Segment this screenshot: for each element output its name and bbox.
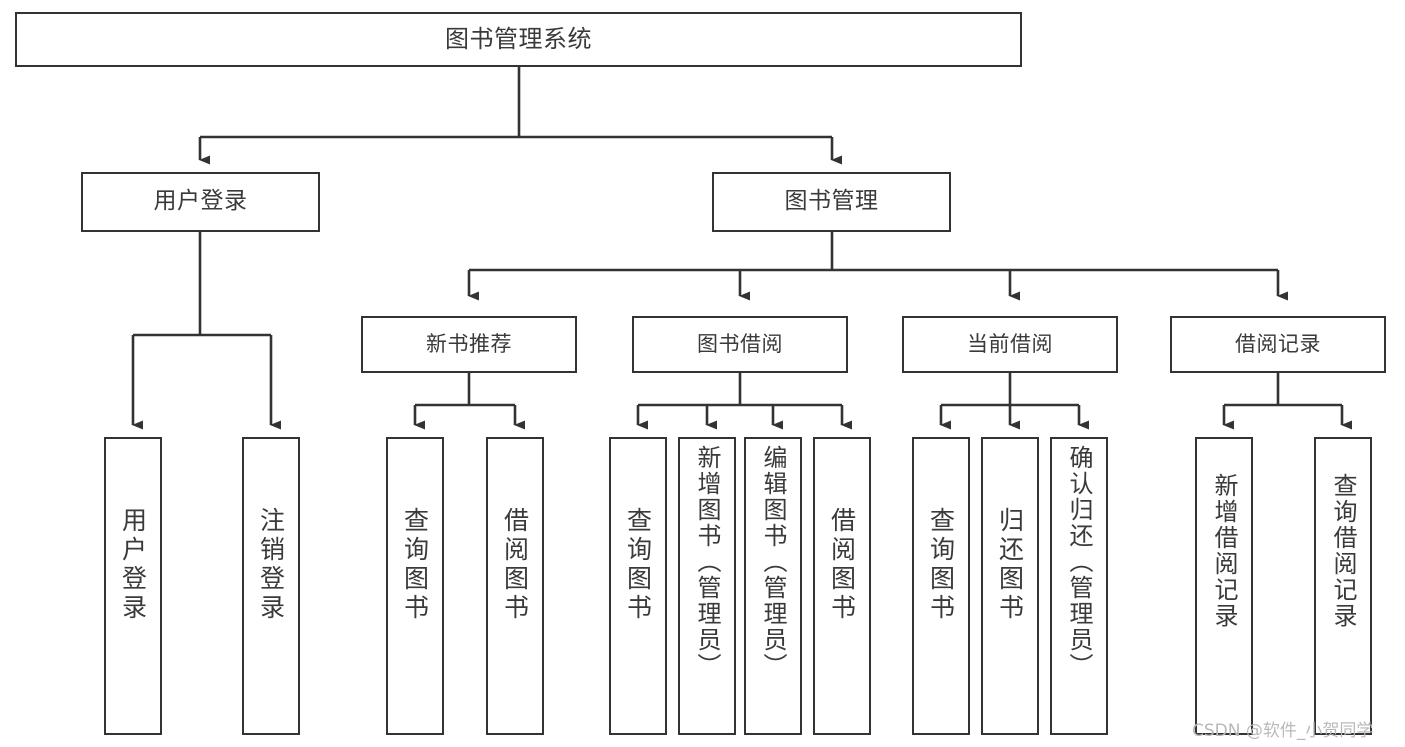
node-leaf-borrow-book-2-label: 借阅图书	[827, 507, 857, 623]
node-root-label: 图书管理系统	[445, 25, 592, 54]
node-leaf-borrow-book-2[interactable]: 借阅图书	[813, 437, 871, 735]
node-book-manage[interactable]: 图书管理	[712, 172, 951, 232]
node-leaf-confirm-return-label: 确认归还（管理员）	[1065, 445, 1093, 679]
node-root[interactable]: 图书管理系统	[15, 12, 1022, 67]
node-new-book-recommend-label: 新书推荐	[426, 332, 512, 357]
node-borrow-record[interactable]: 借阅记录	[1170, 316, 1386, 373]
node-leaf-return-book[interactable]: 归还图书	[981, 437, 1039, 735]
node-leaf-user-logout-label: 注销登录	[256, 507, 286, 623]
node-leaf-user-login-label: 用户登录	[118, 507, 148, 623]
node-leaf-add-record[interactable]: 新增借阅记录	[1195, 437, 1253, 735]
node-book-borrow-label: 图书借阅	[697, 332, 783, 357]
node-leaf-query-book-2[interactable]: 查询图书	[609, 437, 667, 735]
node-leaf-query-record-label: 查询借阅记录	[1329, 473, 1357, 629]
node-current-borrow-label: 当前借阅	[967, 332, 1053, 357]
node-current-borrow[interactable]: 当前借阅	[902, 316, 1118, 373]
node-leaf-borrow-book-1[interactable]: 借阅图书	[486, 437, 544, 735]
node-book-manage-label: 图书管理	[784, 188, 879, 215]
node-leaf-query-record[interactable]: 查询借阅记录	[1314, 437, 1372, 735]
node-leaf-edit-book-label: 编辑图书（管理员）	[759, 445, 787, 679]
node-leaf-edit-book[interactable]: 编辑图书（管理员）	[744, 437, 802, 735]
node-leaf-query-book-2-label: 查询图书	[623, 507, 653, 623]
node-leaf-return-book-label: 归还图书	[995, 507, 1025, 623]
node-borrow-record-label: 借阅记录	[1235, 332, 1321, 357]
node-leaf-query-book-1-label: 查询图书	[400, 507, 430, 623]
node-leaf-borrow-book-1-label: 借阅图书	[500, 507, 530, 623]
node-leaf-query-book-3[interactable]: 查询图书	[912, 437, 970, 735]
node-leaf-user-logout[interactable]: 注销登录	[242, 437, 300, 735]
node-user-login-label: 用户登录	[153, 188, 248, 215]
node-leaf-confirm-return[interactable]: 确认归还（管理员）	[1050, 437, 1108, 735]
node-book-borrow[interactable]: 图书借阅	[632, 316, 848, 373]
node-leaf-user-login[interactable]: 用户登录	[104, 437, 162, 735]
node-leaf-add-book-label: 新增图书（管理员）	[693, 445, 721, 679]
node-leaf-add-record-label: 新增借阅记录	[1210, 473, 1238, 629]
node-leaf-query-book-1[interactable]: 查询图书	[386, 437, 444, 735]
node-new-book-recommend[interactable]: 新书推荐	[361, 316, 577, 373]
node-leaf-add-book[interactable]: 新增图书（管理员）	[678, 437, 736, 735]
node-leaf-query-book-3-label: 查询图书	[926, 507, 956, 623]
node-user-login[interactable]: 用户登录	[81, 172, 320, 232]
watermark: CSDN @软件_小贺同学	[1192, 721, 1374, 741]
